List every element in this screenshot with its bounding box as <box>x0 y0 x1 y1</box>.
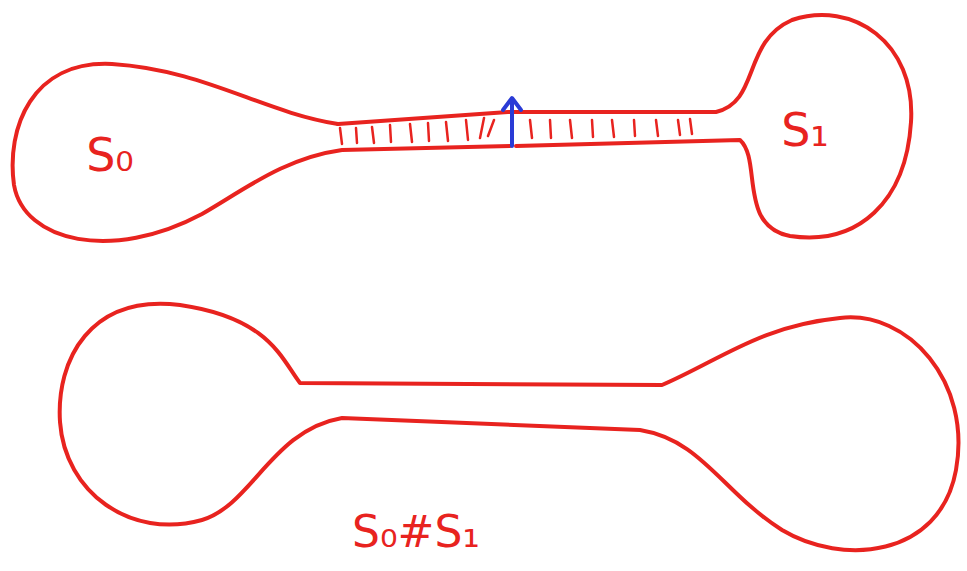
surface-name: S₀ <box>86 130 134 181</box>
surface-region: S₀ <box>60 120 160 190</box>
surface-label: S₀#S₁ <box>352 508 480 556</box>
surface-region: S₁ <box>755 95 855 165</box>
orientation-arrow <box>503 98 521 146</box>
surface-name: S₁ <box>781 105 829 156</box>
hatch-marks <box>340 118 692 144</box>
surface-outline <box>13 64 510 241</box>
connected-sum-outline <box>60 304 959 550</box>
surface-outline <box>338 15 911 237</box>
